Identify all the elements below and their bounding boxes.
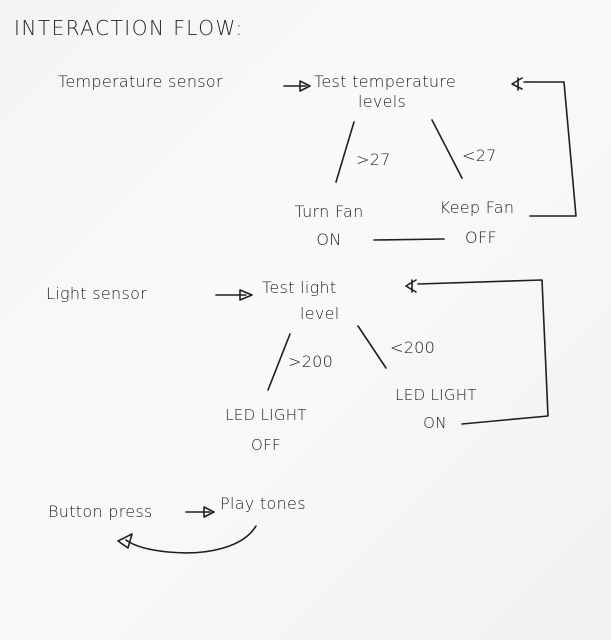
- light-left-outcome-line1: LED LIGHT: [225, 406, 307, 424]
- temp-arrow-to-test: [283, 80, 311, 92]
- light-right-outcome-line2: ON: [423, 414, 447, 432]
- light-right-branch-line: [357, 325, 387, 369]
- light-left-branch-line: [267, 333, 291, 391]
- light-sensor-label: Light sensor: [46, 284, 148, 303]
- temp-join-line: [373, 238, 445, 241]
- button-arrow-to-play: [185, 506, 215, 518]
- temp-left-branch-line: [335, 121, 355, 183]
- light-left-condition: >200: [288, 352, 334, 371]
- light-arrow-to-test: [215, 289, 253, 301]
- play-tones-label: Play tones: [220, 494, 306, 513]
- light-right-outcome-line1: LED LIGHT: [395, 386, 477, 404]
- temp-loop-back-arrow: [511, 77, 577, 217]
- temperature-test-label-line1: Test temperature: [314, 72, 456, 91]
- button-press-label: Button press: [48, 502, 153, 521]
- temperature-left-condition: >27: [356, 150, 391, 169]
- temperature-left-outcome-line1: Turn Fan: [294, 202, 364, 221]
- temperature-right-condition: <27: [462, 146, 497, 165]
- temp-right-branch-line: [431, 119, 463, 179]
- temperature-left-outcome-line2: ON: [316, 230, 342, 249]
- light-loop-back-arrow: [405, 279, 549, 425]
- light-test-label-line1: Test light: [262, 278, 337, 297]
- temperature-test-label-line2: levels: [358, 92, 407, 111]
- temperature-right-outcome-line2: OFF: [465, 228, 497, 247]
- temperature-right-outcome-line1: Keep Fan: [439, 198, 515, 217]
- light-left-outcome-line2: OFF: [251, 436, 281, 454]
- temperature-sensor-label: Temperature sensor: [58, 72, 223, 91]
- page-title: INTERACTION FLOW:: [14, 16, 244, 40]
- button-return-arrow: [117, 525, 257, 554]
- light-right-condition: <200: [390, 338, 436, 357]
- light-test-label-line2: level: [300, 304, 340, 323]
